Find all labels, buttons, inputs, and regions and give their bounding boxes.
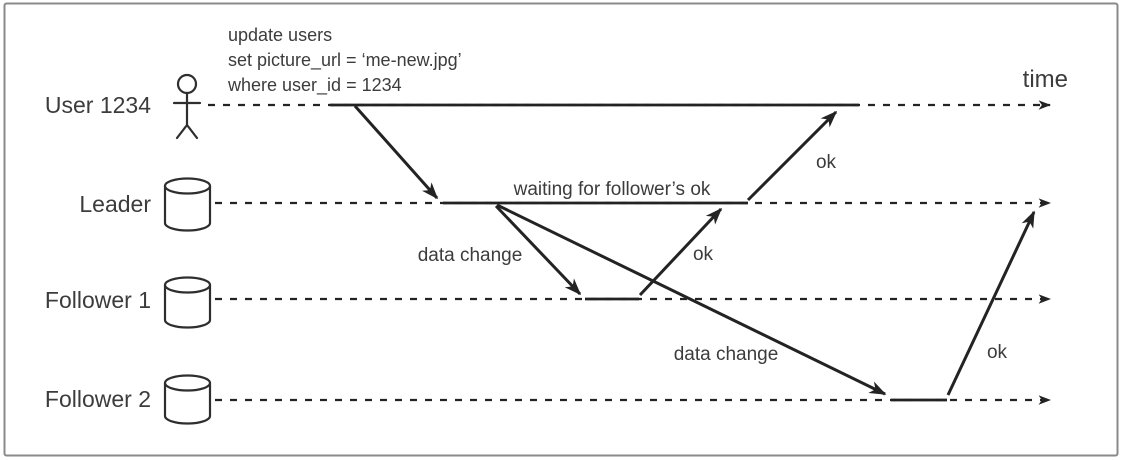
label-ok-follower-2: ok: [987, 342, 1008, 363]
lane-label-user: User 1234: [45, 92, 151, 118]
lane-label-follower-1: Follower 1: [45, 287, 151, 313]
lane-label-follower-2: Follower 2: [45, 386, 151, 412]
database-icon: [163, 276, 212, 329]
lane-user-1234: User 1234: [45, 73, 202, 140]
person-icon: [172, 73, 202, 140]
label-ok-user: ok: [816, 152, 837, 173]
lane-leader: Leader: [79, 177, 212, 232]
arrow-data-change-follower-1: [494, 204, 582, 296]
time-axis-label: time: [1023, 66, 1068, 93]
arrow-update-request: [353, 105, 439, 200]
arrow-ok-follower-2: [946, 210, 1036, 396]
query-note: update users set picture_url = ‘me-new.j…: [227, 25, 462, 96]
database-icon: [163, 374, 212, 425]
query-note-line: update users: [228, 25, 332, 45]
diagram-border: [3, 2, 1119, 457]
label-data-change-follower-2: data change: [674, 344, 779, 365]
arrow-ok-user: [746, 110, 838, 202]
query-note-line: set picture_url = ‘me-new.jpg’: [228, 50, 462, 71]
lane-follower-1: Follower 1: [45, 276, 212, 329]
lane-follower-2: Follower 2: [45, 374, 212, 425]
query-note-line: where user_id = 1234: [227, 75, 402, 96]
label-waiting-for-followers-ok: waiting for follower’s ok: [513, 179, 711, 200]
database-icon: [163, 177, 212, 232]
label-data-change-follower-1: data change: [418, 245, 523, 266]
lane-label-leader: Leader: [79, 191, 151, 217]
label-ok-follower-1: ok: [693, 244, 714, 265]
arrow-data-change-follower-2: [496, 203, 887, 396]
